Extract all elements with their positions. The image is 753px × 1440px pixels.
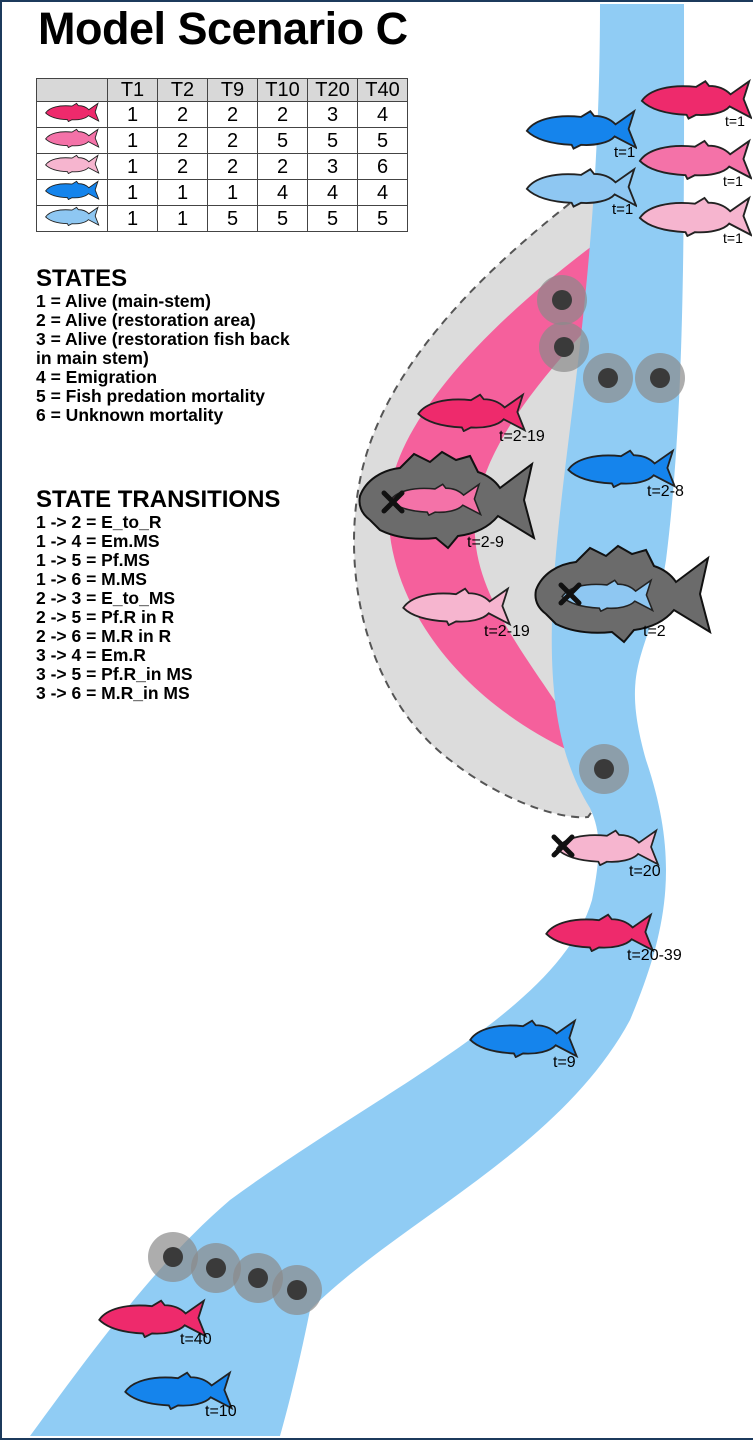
transition-item: 3 -> 5 = Pf.R_in MS	[36, 665, 280, 684]
fish-time-label: t=2-19	[499, 428, 545, 445]
table-header-cell: T2	[158, 79, 208, 102]
state-item: 5 = Fish predation mortality	[36, 387, 290, 406]
state-value-cell: 3	[308, 154, 358, 180]
fish-time-label: t=1	[723, 230, 743, 246]
state-value-cell: 1	[108, 128, 158, 154]
state-value-cell: 5	[258, 128, 308, 154]
fish-time-label: t=40	[180, 1331, 212, 1348]
state-value-cell: 5	[358, 206, 408, 232]
table-header-cell: T9	[208, 79, 258, 102]
state-item: 1 = Alive (main-stem)	[36, 292, 290, 311]
state-item: in main stem)	[36, 349, 290, 368]
receiver-icon	[191, 1243, 241, 1293]
state-value-cell: 4	[358, 102, 408, 128]
receiver-icon	[583, 353, 633, 403]
table-header-row: T1 T2 T9 T10 T20 T40	[37, 79, 408, 102]
state-item: 2 = Alive (restoration area)	[36, 311, 290, 330]
fish-time-label: t=1	[612, 201, 633, 218]
states-section: STATES 1 = Alive (main-stem) 2 = Alive (…	[36, 266, 290, 425]
fish-time-label: t=1	[723, 173, 743, 189]
fish-icon	[39, 102, 105, 122]
receiver-icon	[272, 1265, 322, 1315]
fish-time-label: t=2-19	[484, 623, 530, 640]
fish-icon	[39, 180, 105, 200]
receiver-icon	[537, 275, 587, 325]
state-value-cell: 4	[258, 180, 308, 206]
fish-time-label: t=20-39	[627, 947, 682, 964]
receiver-icon	[579, 744, 629, 794]
state-value-cell: 2	[208, 154, 258, 180]
state-value-cell: 2	[258, 154, 308, 180]
state-value-cell: 5	[208, 206, 258, 232]
fish-swatch-cell	[37, 206, 108, 232]
fish-time-label: t=2	[643, 623, 666, 640]
page-title: Model Scenario C	[38, 6, 408, 51]
fish-time-label: t=2-8	[647, 483, 684, 500]
transition-item: 1 -> 6 = M.MS	[36, 570, 280, 589]
fish-time-label: t=10	[205, 1403, 237, 1420]
fish-icon	[39, 154, 105, 174]
state-value-cell: 2	[208, 128, 258, 154]
state-value-cell: 2	[208, 102, 258, 128]
state-value-cell: 1	[208, 180, 258, 206]
fish-time-label: t=1	[725, 113, 745, 129]
fish-time-label: t=9	[553, 1054, 576, 1071]
state-value-cell: 1	[158, 180, 208, 206]
state-value-cell: 2	[258, 102, 308, 128]
state-item: 3 = Alive (restoration fish back	[36, 330, 290, 349]
states-heading: STATES	[36, 266, 290, 292]
transition-item: 3 -> 6 = M.R_in MS	[36, 684, 280, 703]
transition-item: 1 -> 2 = E_to_R	[36, 513, 280, 532]
table-header-cell	[37, 79, 108, 102]
state-value-cell: 4	[358, 180, 408, 206]
fish-icon	[39, 206, 105, 226]
transitions-section: STATE TRANSITIONS 1 -> 2 = E_to_R 1 -> 4…	[36, 487, 280, 703]
transition-item: 2 -> 5 = Pf.R in R	[36, 608, 280, 627]
transitions-heading: STATE TRANSITIONS	[36, 487, 280, 513]
fish-time-label: t=20	[629, 863, 661, 880]
table-header-cell: T1	[108, 79, 158, 102]
transition-item: 1 -> 4 = Em.MS	[36, 532, 280, 551]
state-value-cell: 5	[308, 206, 358, 232]
state-value-cell: 2	[158, 154, 208, 180]
table-row: 122555	[37, 128, 408, 154]
receiver-icon	[539, 322, 589, 372]
transition-item: 3 -> 4 = Em.R	[36, 646, 280, 665]
table-header-cell: T20	[308, 79, 358, 102]
state-item: 6 = Unknown mortality	[36, 406, 290, 425]
receiver-icon	[635, 353, 685, 403]
state-value-cell: 1	[108, 180, 158, 206]
state-value-cell: 5	[308, 128, 358, 154]
fish-swatch-cell	[37, 154, 108, 180]
state-value-cell: 1	[108, 206, 158, 232]
receiver-icon	[148, 1232, 198, 1282]
state-item: 4 = Emigration	[36, 368, 290, 387]
state-value-cell: 1	[108, 102, 158, 128]
state-value-cell: 1	[108, 154, 158, 180]
fish-swatch-cell	[37, 102, 108, 128]
transition-item: 2 -> 6 = M.R in R	[36, 627, 280, 646]
transition-item: 1 -> 5 = Pf.MS	[36, 551, 280, 570]
table-row: 122236	[37, 154, 408, 180]
state-value-cell: 1	[158, 206, 208, 232]
state-value-cell: 4	[308, 180, 358, 206]
table-header-cell: T40	[358, 79, 408, 102]
state-value-cell: 3	[308, 102, 358, 128]
fish-time-label: t=1	[614, 144, 635, 161]
fish-swatch-cell	[37, 128, 108, 154]
fish-time-label: t=2-9	[467, 534, 504, 551]
table-header-cell: T10	[258, 79, 308, 102]
state-value-cell: 6	[358, 154, 408, 180]
fish-swatch-cell	[37, 180, 108, 206]
state-value-cell: 2	[158, 128, 208, 154]
transition-item: 2 -> 3 = E_to_MS	[36, 589, 280, 608]
state-value-cell: 5	[258, 206, 308, 232]
state-value-cell: 5	[358, 128, 408, 154]
fish-icon	[39, 128, 105, 148]
state-value-cell: 2	[158, 102, 208, 128]
